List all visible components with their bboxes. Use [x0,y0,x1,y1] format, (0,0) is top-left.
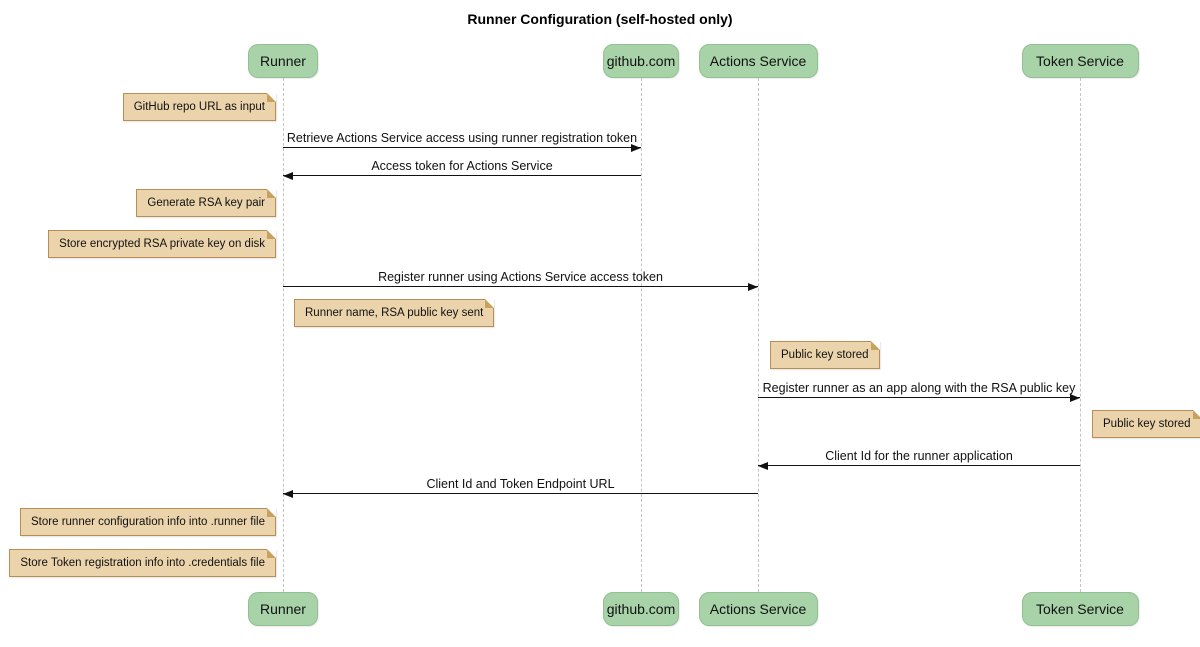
note: Public key stored [1092,410,1200,438]
note-text: Store encrypted RSA private key on disk [59,238,265,250]
arrowhead-right-icon [1070,393,1080,402]
message-line [758,465,1080,466]
actor-label: Runner [260,53,306,69]
message-line [283,493,758,494]
note-text: Store Token registration info into .cred… [20,557,265,569]
arrowhead-right-icon [631,143,641,152]
actor-top-actions-service: Actions Service [698,44,818,78]
note-text: Store runner configuration info into .ru… [31,516,265,528]
lifeline-runner [282,78,284,592]
actor-bottom-runner: Runner [248,592,318,626]
actor-bottom-actions-service: Actions Service [698,592,818,626]
note: GitHub repo URL as input [122,93,277,121]
message-label: Access token for Actions Service [371,159,553,173]
actor-label: Actions Service [709,601,807,617]
actor-top-token-service: Token Service [1021,44,1139,78]
note: Store runner configuration info into .ru… [20,508,276,536]
actor-top-github-com: github.com [603,44,679,78]
lifeline-github-com [640,78,642,592]
note: Public key stored [770,341,880,369]
diagram-title: Runner Configuration (self-hosted only) [467,11,733,27]
lifeline-token-service [1079,78,1081,592]
actor-bottom-github-com: github.com [603,592,679,626]
message-line [283,147,641,148]
message-line [283,175,641,176]
message-line [283,286,758,287]
actor-bottom-token-service: Token Service [1021,592,1139,626]
message-label: Register runner as an app along with the… [762,381,1076,395]
message-line [758,397,1080,398]
note: Generate RSA key pair [136,189,276,217]
note-text: Runner name, RSA public key sent [305,307,484,319]
note: Store Token registration info into .cred… [9,549,276,577]
actor-label: Runner [260,601,306,617]
note: Store encrypted RSA private key on disk [48,230,276,258]
actor-top-runner: Runner [248,44,318,78]
note-text: Generate RSA key pair [147,197,265,209]
actor-label: github.com [606,53,676,69]
lifeline-actions-service [757,78,759,592]
arrowhead-left-icon [283,489,293,498]
arrowhead-left-icon [758,461,768,470]
actor-label: Token Service [1036,53,1124,69]
note-text: Public key stored [1103,418,1191,430]
message-label: Client Id and Token Endpoint URL [426,477,615,491]
actor-label: Token Service [1036,601,1124,617]
arrowhead-left-icon [283,171,293,180]
message-label: Register runner using Actions Service ac… [378,270,663,284]
note: Runner name, RSA public key sent [294,299,495,327]
message-label: Client Id for the runner application [825,449,1013,463]
actor-label: github.com [606,601,676,617]
actor-label: Actions Service [709,53,807,69]
message-label: Retrieve Actions Service access using ru… [286,131,638,145]
arrowhead-right-icon [748,282,758,291]
note-text: Public key stored [781,349,869,361]
note-text: GitHub repo URL as input [133,101,265,113]
